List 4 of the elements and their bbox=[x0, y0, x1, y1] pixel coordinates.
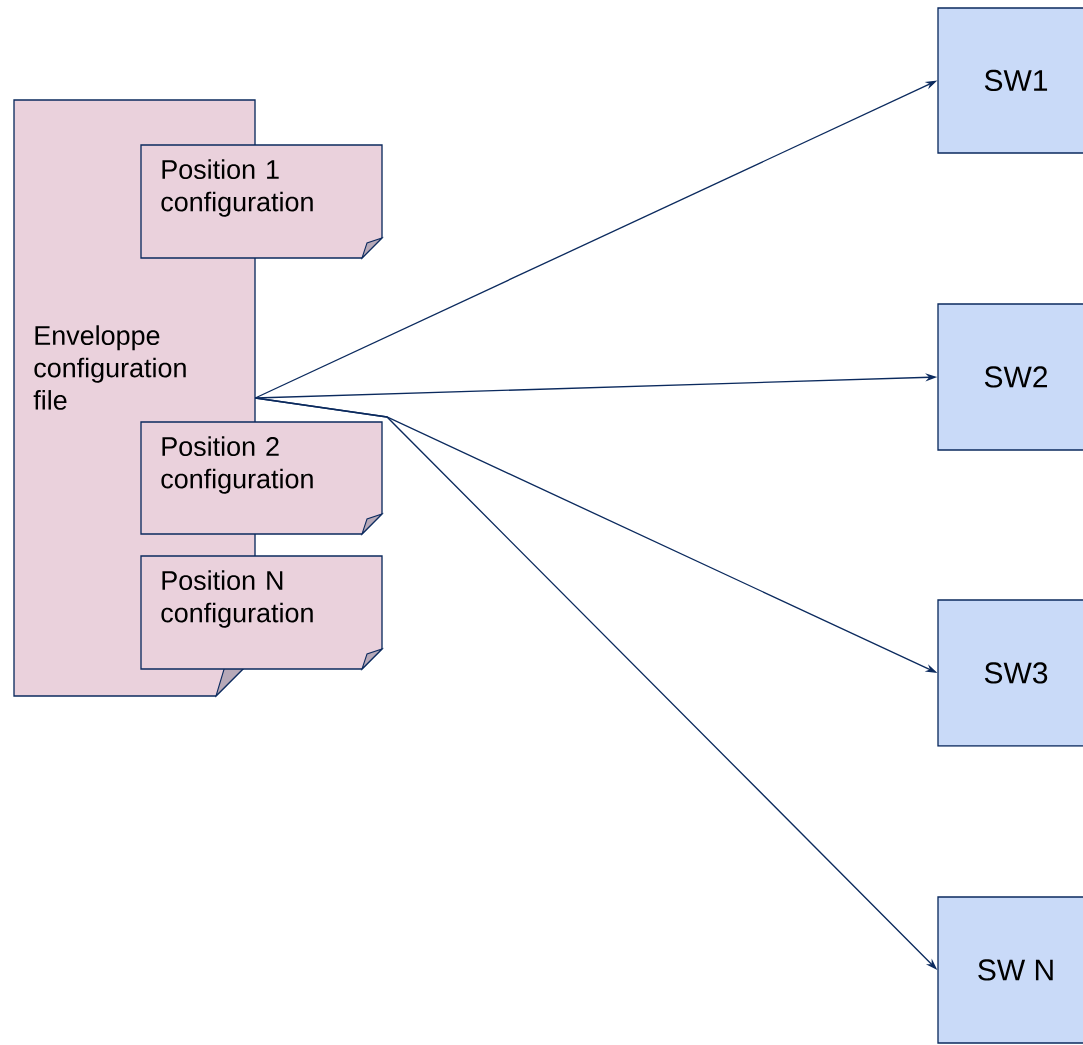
process-box: SW2 bbox=[937, 303, 1083, 451]
process-box: SW N bbox=[937, 896, 1083, 1044]
process-box: SW3 bbox=[937, 599, 1083, 747]
process-box: SW1 bbox=[937, 7, 1083, 154]
